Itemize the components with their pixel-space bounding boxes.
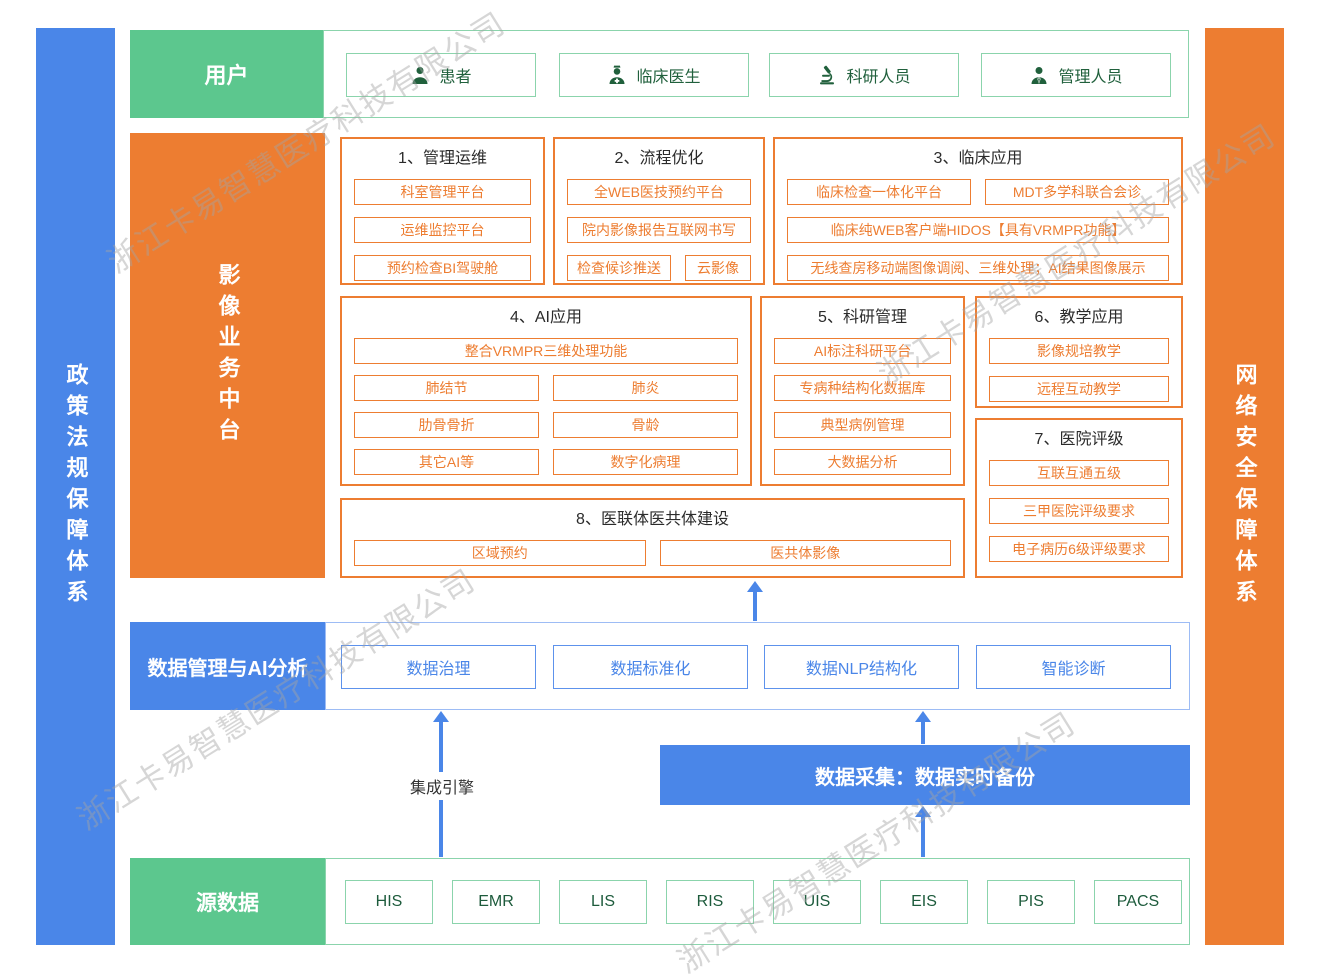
platform-item: 医共体影像: [659, 540, 951, 566]
user-item-label: 临床医生: [636, 69, 701, 86]
platform-label: 影像业务中台: [130, 133, 325, 578]
section-medical-alliance: 8、医联体医共体建设 区域预约 医共体影像: [340, 498, 965, 578]
section-ai-application: 4、AI应用 整合VRMPR三维处理功能 肺结节 肺炎 肋骨骨折 骨龄 其它AI…: [340, 296, 752, 486]
section-title: 3、临床应用: [933, 150, 1023, 167]
platform-item: MDT多学科联合会诊: [985, 179, 1169, 205]
section-clinical-application: 3、临床应用 临床检查一体化平台 MDT多学科联合会诊 临床纯WEB客户端HID…: [773, 137, 1183, 285]
source-item-pacs: PACS: [1094, 880, 1182, 924]
platform-item: 临床检查一体化平台: [787, 179, 971, 205]
platform-item: 全WEB医技预约平台: [567, 179, 751, 205]
source-item-lis: LIS: [559, 880, 647, 924]
platform-item: 运维监控平台: [354, 217, 531, 243]
platform-item: 临床纯WEB客户端HIDOS【具有VRMPR功能】: [787, 217, 1169, 243]
platform-item: 肋骨骨折: [354, 412, 539, 438]
section-hospital-rating: 7、医院评级 互联互通五级 三甲医院评级要求 电子病历6级评级要求: [975, 418, 1183, 578]
network-security-label: 网络安全保障体系: [1232, 362, 1258, 611]
section-title: 8、医联体医共体建设: [576, 511, 729, 528]
platform-item: AI标注科研平台: [774, 338, 951, 364]
platform-item: 三甲医院评级要求: [989, 498, 1169, 524]
data-item: 数据标准化: [553, 645, 748, 689]
platform-item: 院内影像报告互联网书写: [567, 217, 751, 243]
section-title: 4、AI应用: [509, 309, 583, 326]
arrow-source-to-collection: [915, 806, 931, 857]
platform-item: 互联互通五级: [989, 460, 1169, 486]
data-management-label: 数据管理与AI分析: [130, 622, 325, 710]
policy-regulation-bar: 政策法规保障体系: [36, 28, 115, 945]
data-item: 数据NLP结构化: [764, 645, 959, 689]
user-item-admin: 管理人员: [981, 53, 1171, 97]
section-title: 7、医院评级: [1034, 431, 1124, 448]
platform-item: 云影像: [685, 255, 751, 281]
data-management-row: 数据治理 数据标准化 数据NLP结构化 智能诊断: [325, 622, 1190, 710]
platform-item: 整合VRMPR三维处理功能: [354, 338, 738, 364]
source-item-uis: UIS: [773, 880, 861, 924]
data-collection-box: 数据采集：数据实时备份: [660, 745, 1190, 805]
source-item-emr: EMR: [452, 880, 540, 924]
user-item-patient: 患者: [346, 53, 536, 97]
integration-engine-label: 集成引擎: [402, 772, 483, 800]
policy-regulation-label: 政策法规保障体系: [63, 362, 89, 611]
network-security-bar: 网络安全保障体系: [1205, 28, 1284, 945]
platform-item: 电子病历6级评级要求: [989, 536, 1169, 562]
section-title: 5、科研管理: [818, 309, 907, 326]
platform-item: 典型病例管理: [774, 412, 951, 438]
section-management-ops: 1、管理运维 科室管理平台 运维监控平台 预约检查BI驾驶舱: [340, 137, 545, 285]
data-item: 智能诊断: [976, 645, 1171, 689]
data-item: 数据治理: [341, 645, 536, 689]
section-title: 1、管理运维: [398, 150, 487, 167]
source-data-label: 源数据: [130, 858, 325, 945]
section-research-management: 5、科研管理 AI标注科研平台 专病种结构化数据库 典型病例管理 大数据分析: [760, 296, 965, 486]
platform-item: 大数据分析: [774, 449, 951, 475]
section-process-optimization: 2、流程优化 全WEB医技预约平台 院内影像报告互联网书写 检查候诊推送 云影像: [553, 137, 765, 285]
platform-item: 骨龄: [553, 412, 738, 438]
user-item-clinician: 临床医生: [559, 53, 749, 97]
arrow-collection-to-data: [915, 711, 931, 744]
source-data-row: HIS EMR LIS RIS UIS EIS PIS PACS: [325, 858, 1190, 945]
platform-item: 专病种结构化数据库: [774, 375, 951, 401]
platform-item: 预约检查BI驾驶舱: [354, 255, 531, 281]
users-row: 患者 临床医生 科研人员 管理人员: [323, 30, 1189, 118]
platform-item: 肺结节: [354, 375, 539, 401]
platform-item: 肺炎: [553, 375, 738, 401]
platform-item: 无线查房移动端图像调阅、三维处理；AI结果图像展示: [787, 255, 1169, 281]
platform-item: 远程互动教学: [989, 376, 1169, 402]
user-item-label: 管理人员: [1058, 69, 1123, 86]
platform-item: 区域预约: [354, 540, 646, 566]
users-row-label: 用户: [130, 30, 323, 118]
arrow-data-to-platform: [747, 581, 763, 621]
platform-label-text: 影像业务中台: [215, 262, 241, 449]
doctor-icon: [609, 65, 625, 84]
section-title: 2、流程优化: [614, 150, 704, 167]
patient-icon: [412, 67, 428, 84]
user-item-label: 科研人员: [846, 69, 911, 86]
admin-icon: [1031, 67, 1047, 84]
source-item-ris: RIS: [666, 880, 754, 924]
source-item-pis: PIS: [987, 880, 1075, 924]
platform-item: 检查候诊推送: [567, 255, 671, 281]
source-item-his: HIS: [345, 880, 433, 924]
microscope-icon: [820, 65, 835, 85]
user-item-researcher: 科研人员: [769, 53, 959, 97]
section-teaching-application: 6、教学应用 影像规培教学 远程互动教学: [975, 296, 1183, 408]
user-item-label: 患者: [439, 69, 472, 86]
platform-item: 其它AI等: [354, 449, 539, 475]
platform-item: 科室管理平台: [354, 179, 531, 205]
platform-item: 影像规培教学: [989, 338, 1169, 364]
source-item-eis: EIS: [880, 880, 968, 924]
section-title: 6、教学应用: [1034, 309, 1124, 326]
platform-item: 数字化病理: [553, 449, 738, 475]
